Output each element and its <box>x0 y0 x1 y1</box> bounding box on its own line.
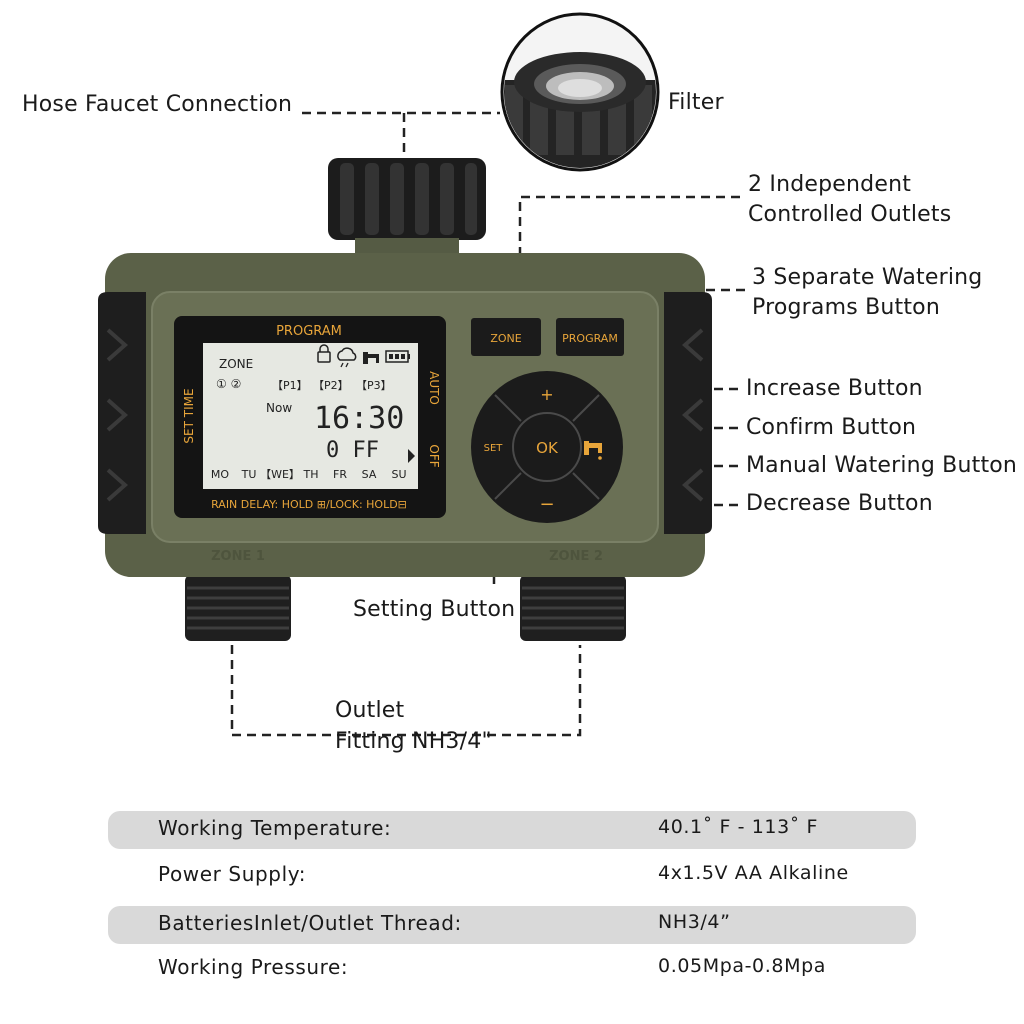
faucet-connector <box>328 158 486 256</box>
callout-outlets-line2: Controlled Outlets <box>748 202 952 227</box>
lcd-zone: ZONE <box>219 357 253 371</box>
callout-setting: Setting Button <box>353 597 516 622</box>
lcd-arrow-icon <box>408 449 415 463</box>
lcd-day: SU <box>391 468 406 481</box>
lcd-footer: RAIN DELAY: HOLD ⊞/LOCK: HOLD⊟ <box>211 498 407 511</box>
lcd-off: OFF <box>427 444 441 467</box>
decrease-button[interactable]: − <box>539 494 554 515</box>
manual-watering-button[interactable] <box>584 441 602 460</box>
callout-outlets-line1: 2 Independent <box>748 172 912 197</box>
lcd-p2: 【P2】 <box>313 379 349 392</box>
spec-row: Power Supply: 4x1.5V AA Alkaline <box>108 857 916 895</box>
right-grip <box>664 292 712 534</box>
lcd-set-time: SET TIME <box>182 388 196 443</box>
spec-value: 4x1.5V AA Alkaline <box>658 862 849 884</box>
lcd-zone-icons: ① ② <box>216 377 241 391</box>
lcd-p3: 【P3】 <box>356 379 392 392</box>
ok-button[interactable]: OK <box>512 412 582 482</box>
lcd-p1: 【P1】 <box>272 379 308 392</box>
zone-button-label: ZONE <box>490 332 521 345</box>
spec-row: BatteriesInlet/Outlet Thread: NH3/4” <box>108 906 916 944</box>
lcd-status: 0 FF <box>326 438 379 463</box>
control-pad: OK + − SET <box>471 371 623 523</box>
leader-outlet-fitting <box>230 645 582 737</box>
callout-outlet-line2: Fitting NH3/4" <box>335 729 492 754</box>
lcd-auto: AUTO <box>427 371 441 405</box>
callout-increase: Increase Button <box>746 376 923 401</box>
callout-filter: Filter <box>668 90 724 115</box>
callout-manual: Manual Watering Button <box>746 453 1018 478</box>
lcd-day: TU <box>241 468 257 481</box>
spec-label: Power Supply: <box>158 862 307 886</box>
spec-value: 0.05Mpa-0.8Mpa <box>658 955 826 977</box>
lcd-time: 16:30 <box>314 401 404 436</box>
callout-confirm: Confirm Button <box>746 415 917 440</box>
program-button-label: PROGRAM <box>562 332 618 345</box>
lcd-day: TH <box>303 468 319 481</box>
ok-button-label: OK <box>536 439 559 457</box>
callout-hose-faucet: Hose Faucet Connection <box>22 92 293 117</box>
zone-button[interactable]: ZONE <box>471 318 541 356</box>
callout-programs-line1: 3 Separate Watering <box>752 265 983 290</box>
spec-label: BatteriesInlet/Outlet Thread: <box>158 911 462 935</box>
increase-button[interactable]: + <box>540 385 553 404</box>
spec-row: Working Temperature: 40.1˚ F - 113˚ F <box>108 811 916 849</box>
lock-icon <box>317 344 331 363</box>
lcd-day: SA <box>362 468 377 481</box>
outlet-zone2 <box>520 575 626 641</box>
spec-label: Working Pressure: <box>158 955 349 979</box>
callout-programs-line2: Programs Button <box>752 295 940 320</box>
zone1-embossed-label: ZONE 1 <box>211 549 265 564</box>
callout-decrease: Decrease Button <box>746 491 933 516</box>
lcd-day: FR <box>333 468 347 481</box>
outlet-zone1 <box>185 575 291 641</box>
rain-cloud-icon <box>337 347 357 368</box>
lcd-program-header: PROGRAM <box>276 324 342 339</box>
left-grip <box>98 292 146 534</box>
lcd-now: Now <box>266 401 292 415</box>
program-button[interactable]: PROGRAM <box>556 318 624 356</box>
callout-outlet-line1: Outlet <box>335 698 405 723</box>
filter-inset <box>500 12 660 172</box>
spec-value: 40.1˚ F - 113˚ F <box>658 816 819 838</box>
lcd-status-icons <box>317 344 410 368</box>
set-button[interactable]: SET <box>484 443 504 454</box>
battery-icon <box>385 350 410 363</box>
lcd-day: MO <box>211 468 229 481</box>
zone2-embossed-label: ZONE 2 <box>549 549 603 564</box>
lcd-day-row: MO TU【WE】TH FR SA SU <box>211 468 407 481</box>
lcd-screen <box>203 343 418 489</box>
spec-label: Working Temperature: <box>158 816 392 840</box>
spec-row: Working Pressure: 0.05Mpa-0.8Mpa <box>108 950 916 988</box>
spec-value: NH3/4” <box>658 911 731 933</box>
lcd-day: 【WE】 <box>260 468 300 481</box>
faucet-icon <box>363 352 379 364</box>
